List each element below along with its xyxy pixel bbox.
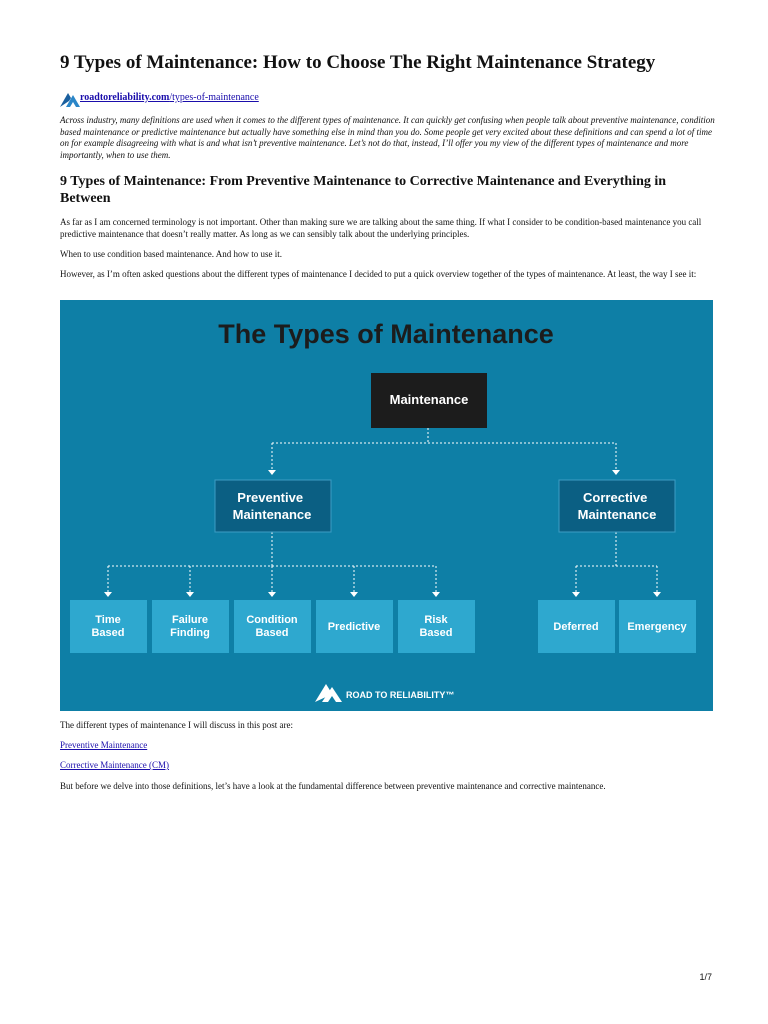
preventive-maintenance-link[interactable]: Preventive Maintenance (60, 740, 148, 750)
source-link[interactable]: roadtoreliability.com/types-of-maintenan… (80, 92, 259, 103)
node-failure-finding-line2: Finding (170, 627, 210, 639)
link-paragraph-preventive: Preventive Maintenance (60, 740, 720, 752)
node-risk-based-line2: Based (419, 627, 452, 639)
brand-text: ROAD TO RELIABILITY™ (346, 690, 454, 700)
node-predictive: Predictive (316, 600, 393, 653)
maintenance-types-diagram: The Types of Maintenance (60, 300, 713, 711)
paragraph-when-to-use: When to use condition based maintenance.… (60, 249, 282, 259)
node-time-based-line2: Based (91, 627, 124, 639)
node-time-based-line1: Time (95, 614, 120, 626)
article-title: 9 Types of Maintenance: How to Choose Th… (60, 52, 656, 73)
node-risk-based-line1: Risk (424, 614, 448, 626)
diagram-title: The Types of Maintenance (218, 319, 554, 349)
svg-text:Preventive Maintenan: Preventive Maintenance (233, 490, 312, 522)
corrective-maintenance-link[interactable]: Corrective Maintenance (CM) (60, 760, 169, 770)
node-preventive-maintenance: Preventive Maintenance (214, 479, 332, 533)
paragraph-terminology: As far as I am concerned terminology is … (60, 217, 702, 239)
node-condition-based-line1: Condition (246, 614, 298, 626)
node-preventive-line1: Preventive (237, 490, 303, 505)
svg-text:Corrective Maintenan: Corrective Maintenance (578, 490, 657, 522)
paragraph-types-list-intro: The different types of maintenance I wil… (60, 720, 294, 730)
brand-mountain-icon (315, 684, 342, 702)
paragraph-overview: However, as I’m often asked questions ab… (60, 269, 697, 279)
node-deferred: Deferred (538, 600, 615, 653)
diagram-svg: The Types of Maintenance (60, 300, 713, 711)
brand-footer: ROAD TO RELIABILITY™ (315, 684, 454, 702)
node-corrective-maintenance: Corrective Maintenance (558, 479, 676, 533)
node-emergency-label: Emergency (627, 621, 687, 633)
node-predictive-label: Predictive (328, 621, 381, 633)
node-maintenance: Maintenance (371, 373, 487, 428)
page-number: 1/7 (699, 972, 712, 982)
node-emergency: Emergency (619, 600, 696, 653)
paragraph-before-definitions: But before we delve into those definitio… (60, 781, 606, 791)
arrowheads (104, 470, 661, 597)
node-deferred-label: Deferred (553, 621, 598, 633)
road-to-reliability-logo-icon (60, 93, 80, 107)
intro-paragraph: Across industry, many definitions are us… (60, 115, 715, 160)
node-maintenance-label: Maintenance (390, 392, 469, 407)
node-corrective-line1: Corrective (583, 490, 647, 505)
node-failure-finding-line1: Failure (172, 614, 208, 626)
link-paragraph-corrective: Corrective Maintenance (CM) (60, 760, 720, 772)
node-corrective-line2: Maintenance (578, 507, 657, 522)
node-preventive-line2: Maintenance (233, 507, 312, 522)
node-condition-based-line2: Based (255, 627, 288, 639)
section-heading: 9 Types of Maintenance: From Preventive … (60, 174, 667, 206)
source-line: roadtoreliability.com/types-of-maintenan… (60, 88, 259, 108)
connectors (107, 428, 658, 592)
